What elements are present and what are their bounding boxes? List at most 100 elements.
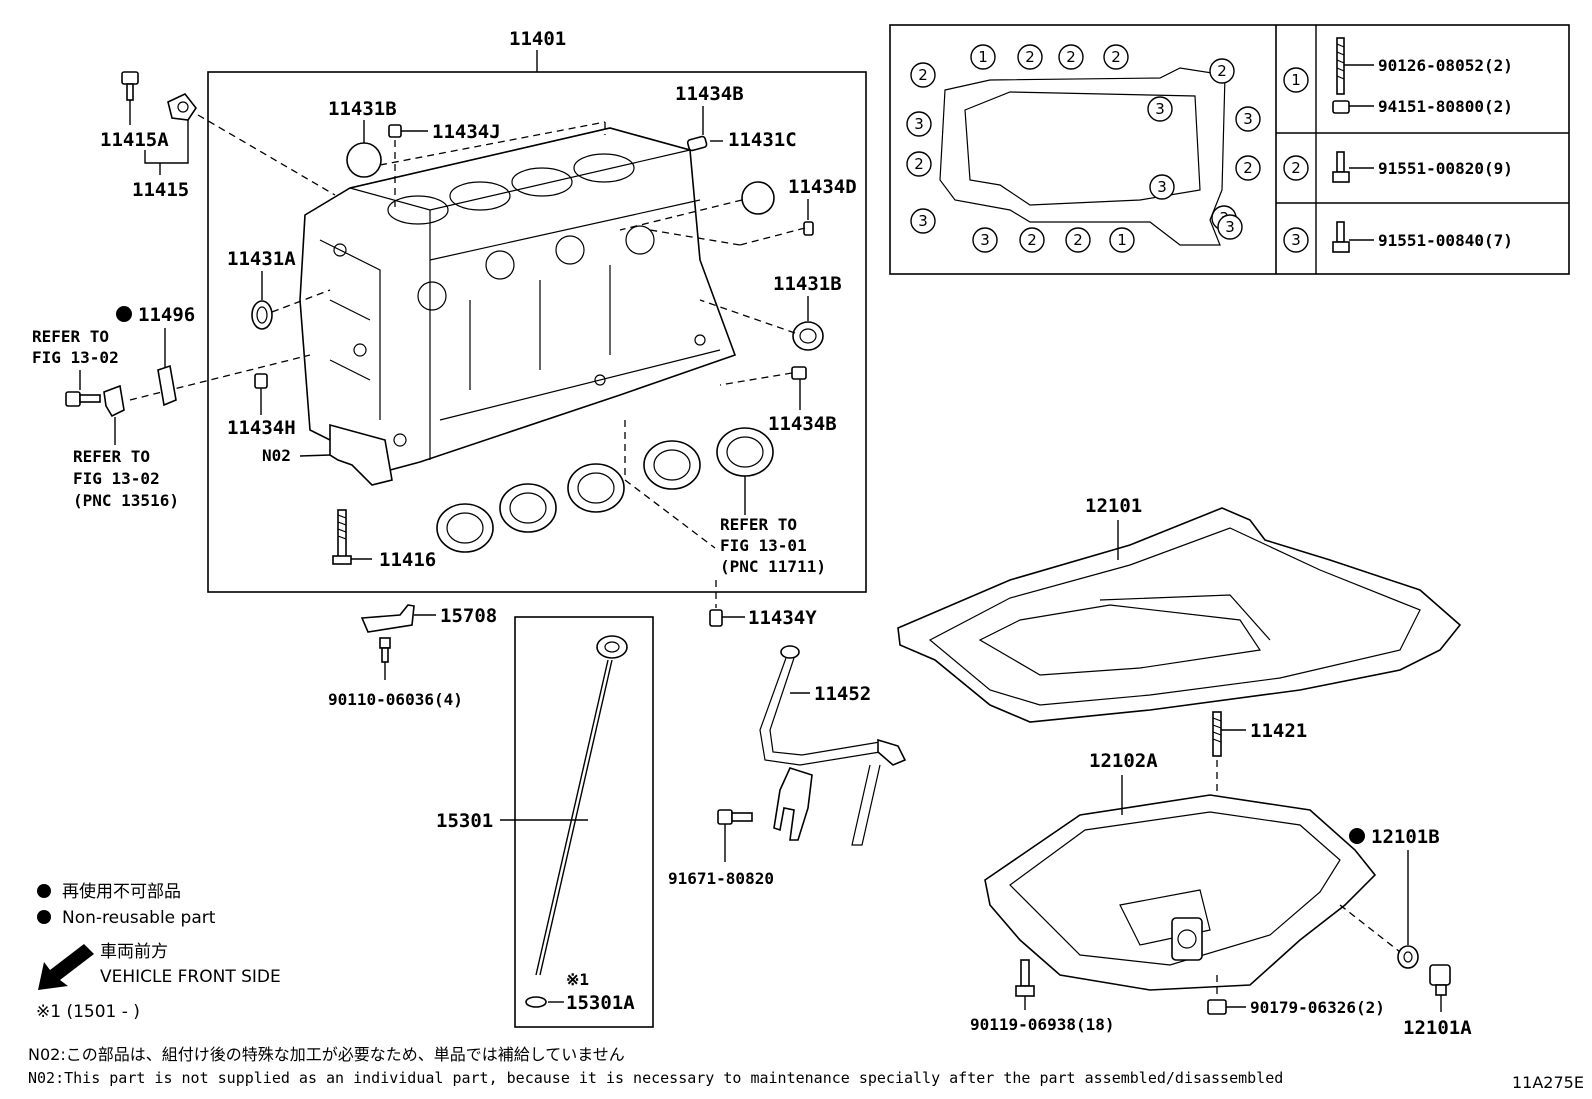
bolt-table-key-2: 2 — [1283, 155, 1309, 181]
label-11431b-top: 11431B — [328, 98, 397, 120]
gasket-callout: 2 — [1065, 227, 1091, 253]
oil-pan-lower-12102a — [984, 794, 1377, 991]
label-12102a: 12102A — [1089, 750, 1158, 772]
gasket-callout-number: 3 — [1225, 218, 1235, 236]
plug-11431b-top — [346, 142, 382, 178]
label-11434b-right: 11434B — [768, 413, 837, 435]
gasket-callout-number: 2 — [1111, 48, 1121, 66]
gasket-callout-number: 2 — [914, 155, 924, 173]
gasket-callout: 3 — [1147, 96, 1173, 122]
nut-90179 — [1207, 999, 1227, 1015]
bracket-11415 — [167, 93, 197, 121]
gasket-callout-number: 2 — [1217, 62, 1227, 80]
pin-11434b-top — [686, 135, 708, 152]
drain-plug-12101a — [1429, 964, 1451, 996]
guide-11452 — [759, 645, 907, 846]
label-11434j: 11434J — [432, 121, 501, 143]
label-91671: 91671-80820 — [668, 869, 774, 888]
label-15708: 15708 — [440, 605, 497, 627]
gasket-callout-number: 3 — [914, 115, 924, 133]
label-15301a: 15301A — [566, 992, 635, 1014]
dipstick-15301 — [525, 635, 628, 1008]
crankshaft-bearings — [436, 427, 774, 553]
label-n02: N02 — [262, 446, 291, 465]
label-11434d: 11434D — [788, 176, 857, 198]
bolt-90119 — [1015, 959, 1035, 997]
label-11434b-top: 11434B — [675, 83, 744, 105]
nut-icon — [1332, 100, 1350, 114]
gasket-callout: 2 — [910, 62, 936, 88]
gasket-callout: 2 — [1235, 155, 1261, 181]
gasket-callout-number: 3 — [1157, 178, 1167, 196]
bolt-table-part-1b: 94151-80800(2) — [1378, 97, 1513, 116]
label-11452: 11452 — [814, 683, 871, 705]
pin-11434j — [388, 124, 402, 138]
label-12101: 12101 — [1085, 495, 1142, 517]
gasket-callout: 3 — [1217, 214, 1243, 240]
gasket-callout-number: 2 — [1027, 231, 1037, 249]
refer-left-top-2: FIG 13-02 — [32, 348, 119, 367]
refer-left-bottom-3: (PNC 13516) — [73, 491, 179, 510]
clip-refer-13-02 — [103, 384, 125, 418]
legend-footnote: ※1 (1501 - ) — [36, 1002, 140, 1022]
stud-11421 — [1212, 711, 1222, 757]
legend-nonreusable-jp: 再使用不可部品 — [62, 881, 181, 902]
gasket-callout-number: 2 — [1243, 159, 1253, 177]
front-arrow-icon — [38, 944, 94, 990]
figure-id: 11A275E — [1512, 1073, 1584, 1092]
gasket-callout-number: 2 — [918, 66, 928, 84]
label-12101a: 12101A — [1403, 1017, 1472, 1039]
seal-11431a — [251, 300, 273, 330]
gasket-callout: 3 — [906, 111, 932, 137]
oil-pan-upper-12101 — [897, 507, 1462, 723]
gasket-callout-number: 3 — [1155, 100, 1165, 118]
bracket-15708 — [360, 604, 415, 663]
label-11401: 11401 — [509, 28, 566, 50]
gasket-callout: 2 — [1103, 44, 1129, 70]
label-11416: 11416 — [379, 549, 436, 571]
gasket-callout: 3 — [1235, 106, 1261, 132]
gasket-callout: 3 — [1149, 174, 1175, 200]
label-11431b-right: 11431B — [773, 273, 842, 295]
gasket-callout: 2 — [1058, 44, 1084, 70]
gasket-11496 — [157, 364, 177, 407]
refer-left-top-1: REFER TO — [32, 327, 109, 346]
bolt-table-part-3: 91551-00840(7) — [1378, 231, 1513, 250]
legend-dot-en — [37, 910, 51, 924]
label-11415: 11415 — [132, 179, 189, 201]
plug-11431c — [741, 181, 775, 215]
gasket-callout: 2 — [1019, 227, 1045, 253]
gasket-callout-number: 3 — [980, 231, 990, 249]
label-90119: 90119-06938(18) — [970, 1015, 1115, 1034]
note-n02-jp: N02:この部品は、組付け後の特殊な加工が必要なため、単品では補給していません — [28, 1045, 625, 1064]
label-11496: 11496 — [138, 304, 195, 326]
seal-11431b-right — [792, 321, 824, 351]
label-90110: 90110-06036(4) — [328, 690, 463, 709]
label-11415a: 11415A — [100, 129, 169, 151]
label-11431c: 11431C — [728, 129, 797, 151]
pin-11434y — [709, 609, 723, 627]
bolt-table-key-1: 1 — [1283, 67, 1309, 93]
label-11434h: 11434H — [227, 417, 296, 439]
bolt-11415a — [121, 71, 139, 101]
label-90179: 90179-06326(2) — [1250, 998, 1385, 1017]
svg-text:3: 3 — [1291, 231, 1301, 249]
gasket-callout: 2 — [1209, 58, 1235, 84]
bolt-table-part-2: 91551-00820(9) — [1378, 159, 1513, 178]
gasket-callout-number: 1 — [1117, 231, 1127, 249]
pin-11434b-right — [791, 366, 807, 380]
stud-icon — [1336, 37, 1345, 95]
bearing-cap — [329, 423, 393, 486]
refer-center-1: REFER TO — [720, 515, 797, 534]
refer-center-3: (PNC 11711) — [720, 557, 826, 576]
pin-11434d — [803, 221, 814, 236]
gasket-12101b — [1397, 945, 1419, 969]
gasket-callout: 2 — [906, 151, 932, 177]
nonreusable-dot-11496 — [116, 306, 132, 322]
gasket-callout-number: 3 — [918, 212, 928, 230]
gasket-callout: 1 — [970, 44, 996, 70]
label-11434y: 11434Y — [748, 607, 817, 629]
pin-11434h — [254, 373, 268, 389]
label-ref1: ※1 — [566, 970, 589, 989]
